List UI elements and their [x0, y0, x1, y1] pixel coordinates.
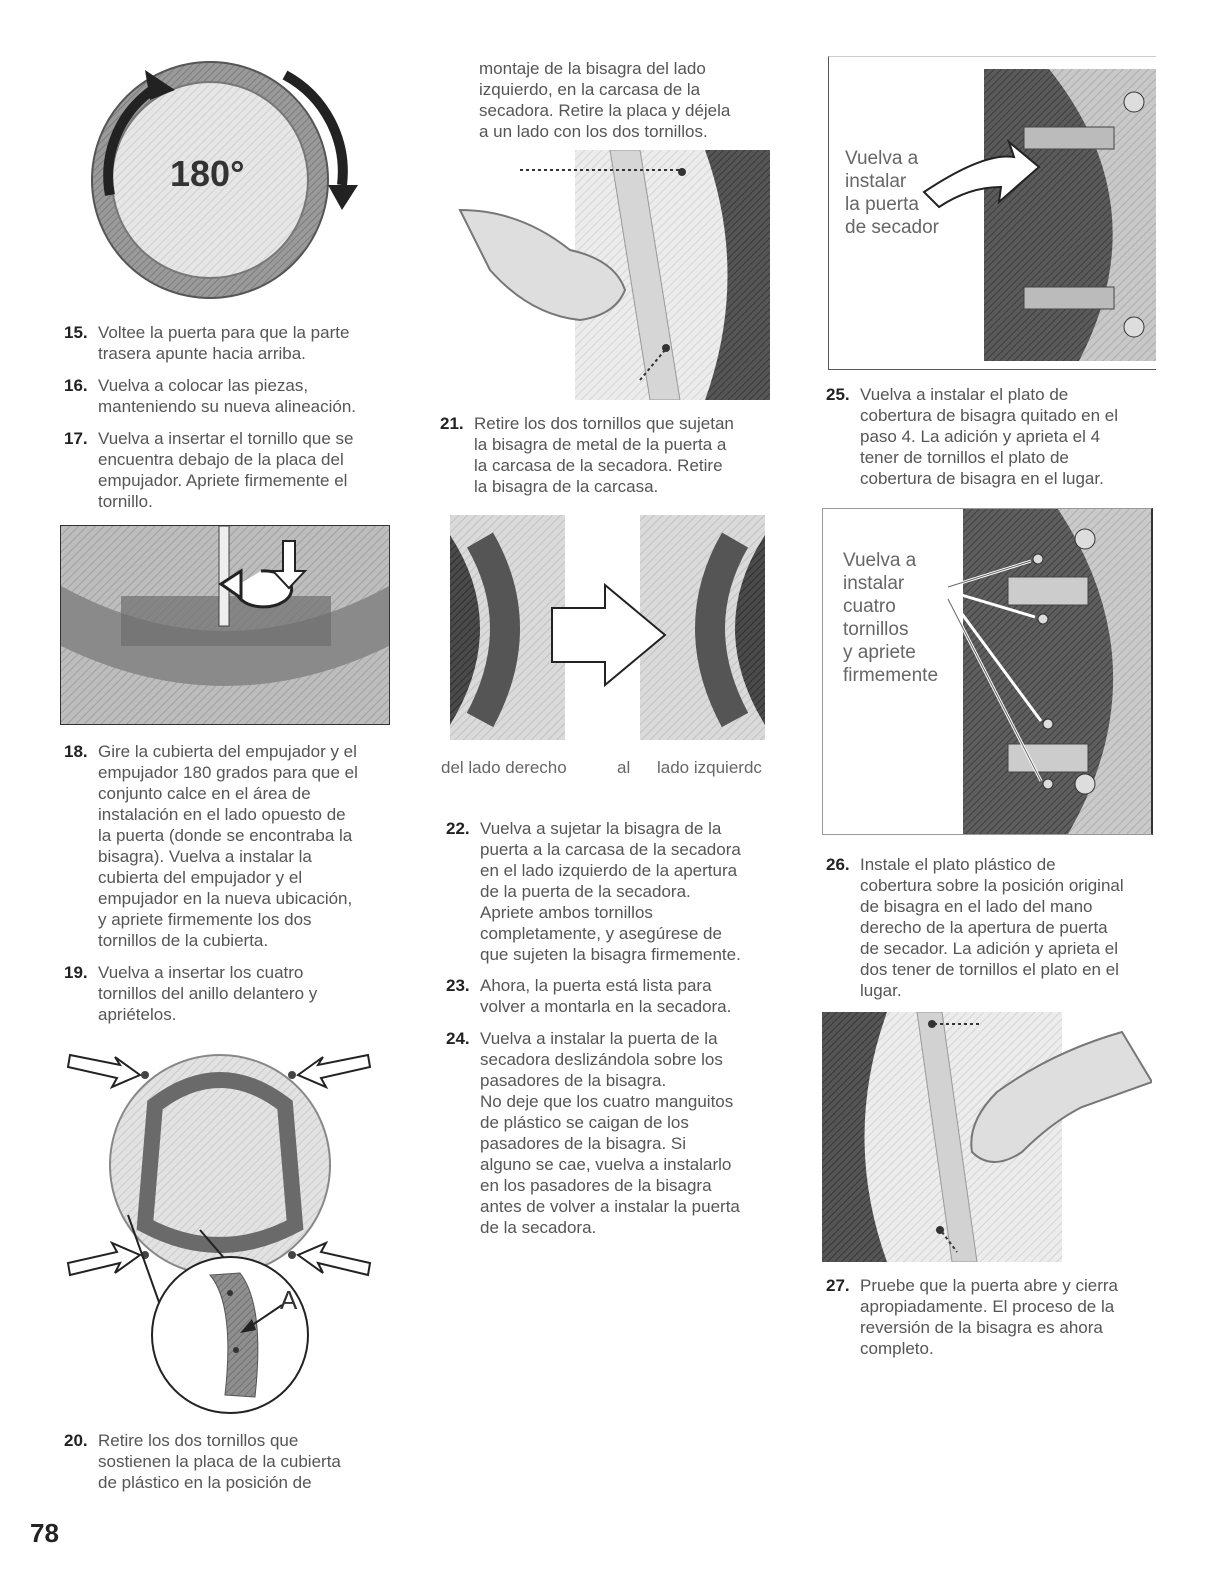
step-number: 25. — [826, 385, 850, 404]
caption-left-side: lado izquierdc — [657, 758, 762, 777]
front-ring-screws-figure: A — [60, 1035, 380, 1415]
reinstall-screws-label: Vuelva a instalar cuatro tornillos y apr… — [843, 550, 939, 686]
step-text: Retire los dos tornillos que sostienen l… — [98, 1431, 341, 1492]
caption-to: al — [617, 758, 631, 777]
callout-a-label: A — [280, 1285, 298, 1315]
step-27: 27. Pruebe que la puerta abre y cierra a… — [826, 1275, 1166, 1359]
hinge-transfer-figure — [450, 515, 765, 740]
step-23: 23. Ahora, la puerta está lista para vol… — [446, 975, 786, 1017]
step-text: Gire la cubierta del empujador y el empu… — [98, 742, 358, 950]
door-rotate-figure: 180° — [70, 45, 390, 305]
step-number: 22. — [446, 819, 470, 838]
tighten-screw-figure — [60, 525, 390, 725]
step-17: 17. Vuelva a insertar el tornillo que se… — [64, 428, 394, 512]
step-number: 18. — [64, 742, 88, 761]
step-text: Vuelva a instalar el plato de cobertura … — [860, 385, 1119, 488]
step-text: Vuelva a sujetar la bisagra de la puerta… — [480, 819, 741, 964]
caption-right-side: del lado derecho — [441, 758, 567, 777]
reinstall-door-label: Vuelva a instalar la puerta de secador — [845, 148, 940, 238]
reinstall-screws-figure: Vuelva a instalar cuatro tornillos y apr… — [822, 508, 1153, 835]
step-text: Vuelva a instalar la puerta de la secado… — [480, 1029, 740, 1237]
step-20-continued: montaje de la bisagra del lado izquierdo… — [479, 59, 731, 141]
step-18: 18. Gire la cubierta del empujador y el … — [64, 741, 394, 951]
step-number: 26. — [826, 855, 850, 874]
install-cover-figure — [822, 1012, 1152, 1262]
step-number: 15. — [64, 323, 88, 342]
step-20: 20. Retire los dos tornillos que sostien… — [64, 1430, 394, 1493]
step-number: 17. — [64, 429, 88, 448]
step-text: Instale el plato plástico de cobertura s… — [860, 855, 1124, 1000]
step-number: 27. — [826, 1276, 850, 1295]
step-text: Voltee la puerta para que la parte trase… — [98, 323, 350, 363]
step-number: 20. — [64, 1431, 88, 1450]
step-26: 26. Instale el plato plástico de cobertu… — [826, 854, 1166, 1001]
step-number: 23. — [446, 976, 470, 995]
step-text: Ahora, la puerta está lista para volver … — [480, 976, 732, 1016]
step-19: 19. Vuelva a insertar los cuatro tornill… — [64, 962, 394, 1025]
rotate-180-label: 180° — [170, 153, 245, 194]
step-24: 24. Vuelva a instalar la puerta de la se… — [446, 1028, 786, 1238]
step-21: 21. Retire los dos tornillos que sujetan… — [440, 413, 780, 497]
step-15: 15. Voltee la puerta para que la parte t… — [64, 322, 394, 364]
step-text: Pruebe que la puerta abre y cierra aprop… — [860, 1276, 1118, 1358]
reinstall-door-figure: Vuelva a instalar la puerta de secador — [828, 56, 1156, 370]
step-text: Vuelva a insertar el tornillo que se enc… — [98, 429, 354, 511]
step-text: Vuelva a colocar las piezas, manteniendo… — [98, 376, 357, 416]
remove-plate-figure — [440, 150, 770, 400]
step-text: Retire los dos tornillos que sujetan la … — [474, 414, 734, 496]
page-number: 78 — [30, 1518, 59, 1548]
step-number: 16. — [64, 376, 88, 395]
step-number: 21. — [440, 414, 464, 433]
step-number: 19. — [64, 963, 88, 982]
step-16: 16. Vuelva a colocar las piezas, manteni… — [64, 375, 394, 417]
step-22: 22. Vuelva a sujetar la bisagra de la pu… — [446, 818, 786, 965]
step-text: Vuelva a insertar los cuatro tornillos d… — [98, 963, 318, 1024]
step-25: 25. Vuelva a instalar el plato de cobert… — [826, 384, 1166, 489]
step-number: 24. — [446, 1029, 470, 1048]
